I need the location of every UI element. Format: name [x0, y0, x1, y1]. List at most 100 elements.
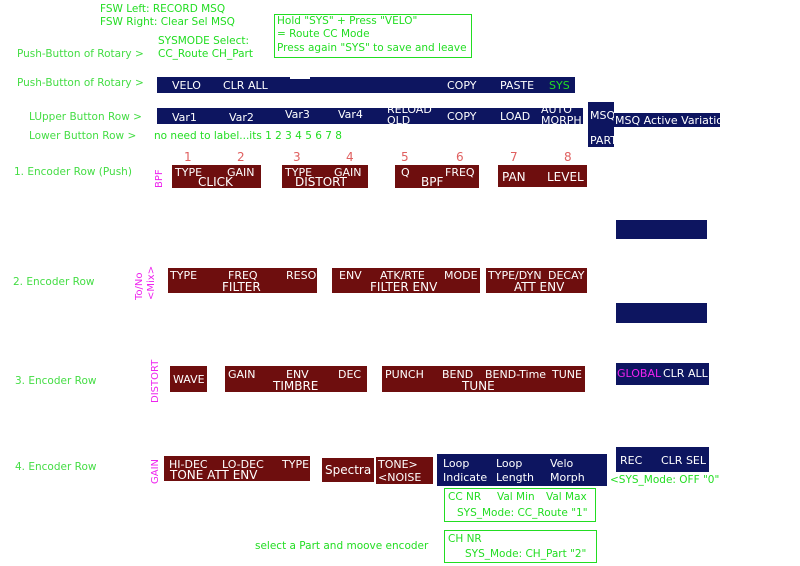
level-label: LEVEL [547, 170, 584, 184]
filter-env-block: ENV ATK/RTE MODE FILTER ENV [332, 268, 480, 293]
rec-clr-sel-block: REC CLR SEL [616, 447, 709, 472]
filter-freq-label: FREQ [228, 269, 258, 282]
att-env-block: TYPE/DYN DECAY ATT ENV [486, 268, 587, 293]
encoder-row-3-note: 3. Encoder Row [15, 375, 97, 387]
loop-block: Loop Loop Velo Indicate Length Morph [437, 454, 607, 486]
hold-line-3: Press again "SYS" to save and leave [277, 42, 467, 54]
upper-button-row-note: LUpper Button Row > [29, 111, 142, 123]
push-button-row-bar [157, 77, 575, 93]
paste-button[interactable]: PASTE [500, 79, 535, 92]
bpf-freq-label: FREQ [445, 166, 475, 179]
sys-mode-off-note: <SYS_Mode: OFF "0" [610, 474, 720, 486]
bpf-title: BPF [421, 175, 444, 189]
distort-gain-label: GAIN [334, 166, 362, 179]
encoder-number-8: 8 [564, 150, 572, 164]
lower-row-numbers-note: no need to label...its 1 2 3 4 5 6 7 8 [154, 130, 342, 142]
velo-button[interactable]: VELO [172, 79, 201, 92]
lower-button-row-note: Lower Button Row > [29, 130, 137, 142]
filter-env-atk-label: ATK/RTE [380, 269, 425, 282]
spectra-label: Spectra [325, 463, 372, 477]
gain-side-label: GAIN [150, 458, 161, 484]
clr-all-button[interactable]: CLR ALL [223, 79, 268, 92]
var2-button[interactable]: Var2 [229, 111, 254, 124]
click-type-label: TYPE [175, 166, 203, 179]
mix-side-label: <Mix> [146, 265, 157, 300]
tone-att-env-block: HI-DEC LO-DEC TYPE TONE ATT ENV [164, 456, 310, 481]
var4-button[interactable]: Var4 [338, 108, 363, 121]
msq-active-variation-label: MSQ Active Variation [615, 114, 720, 127]
filter-env-env-label: ENV [339, 269, 362, 282]
val-max-label: Val Max [546, 491, 587, 503]
encoder-number-1: 1 [184, 150, 192, 164]
filter-env-title: FILTER ENV [370, 280, 438, 294]
click-block: TYPE GAIN CLICK [172, 165, 261, 188]
reload-old-button[interactable]: RELOAD OLD [387, 108, 432, 124]
hold-sys-box: Hold "SYS" + Press "VELO" = Route CC Mod… [274, 14, 472, 58]
filter-reso-label: RESO [286, 269, 317, 282]
fsw-left-note: FSW Left: RECORD MSQ [100, 3, 226, 15]
distort-side-label: DISTORT [150, 359, 161, 403]
filter-title: FILTER [222, 280, 261, 294]
part-button[interactable]: PART [590, 134, 618, 147]
sys-button[interactable]: SYS [549, 79, 570, 92]
rec-button[interactable]: REC [620, 454, 643, 467]
tone-att-env-title: TONE ATT ENV [170, 468, 258, 482]
bpf-q-label: Q [401, 166, 410, 179]
global-clr-all-button[interactable]: CLR ALL [663, 367, 708, 380]
pan-level-block: PAN LEVEL [498, 165, 587, 187]
noise-label: <NOISE [378, 471, 422, 484]
att-env-decay-label: DECAY [548, 269, 585, 282]
distort-type-label: TYPE [285, 166, 313, 179]
cc-nr-label: CC NR [448, 491, 482, 503]
select-part-note: select a Part and moove encoder [255, 540, 429, 552]
tune-punch-label: PUNCH [385, 368, 424, 381]
push-button-rotary-note-2: Push-Button of Rotary > [17, 77, 144, 89]
velo-morph-bottom: Morph [550, 471, 585, 484]
val-min-label: Val Min [497, 491, 535, 503]
upper-button-row-bar: Var1 Var2 Var3 Var4 RELOAD OLD COPY LOAD… [157, 108, 583, 124]
tune-bend-label: BEND [442, 368, 474, 381]
filter-block: TYPE FREQ RESO FILTER [168, 268, 317, 293]
tone-lo-dec-label: LO-DEC [222, 458, 264, 471]
tune-bend-time-label: BEND-Time [485, 368, 547, 381]
filter-type-label: TYPE [170, 269, 198, 282]
global-button[interactable]: GLOBAL [617, 367, 662, 380]
encoder-number-4: 4 [346, 150, 354, 164]
copy-button[interactable]: COPY [447, 79, 477, 92]
timbre-block: GAIN ENV DEC TIMBRE [225, 366, 367, 392]
hold-line-1: Hold "SYS" + Press "VELO" [277, 15, 418, 27]
load-button[interactable]: LOAD [500, 110, 531, 123]
encoder-row-1-note: 1. Encoder Row (Push) [14, 166, 132, 178]
hold-line-2: = Route CC Mode [277, 28, 370, 40]
ch-part-box: CH NR SYS_Mode: CH_Part "2" [444, 530, 597, 563]
velo-morph-top: Velo [550, 457, 574, 470]
encoder-number-5: 5 [401, 150, 409, 164]
tune-tune-label: TUNE [552, 368, 582, 381]
msq-button[interactable]: MSQ [590, 109, 616, 122]
auto-morph-button[interactable]: AUTO MORPH [541, 108, 582, 124]
att-env-title: ATT ENV [514, 280, 565, 294]
empty-navy-box-1 [616, 220, 707, 239]
cc-route-mode-label: SYS_Mode: CC_Route "1" [457, 507, 588, 519]
encoder-number-6: 6 [456, 150, 464, 164]
encoder-row-4-note: 4. Encoder Row [15, 461, 97, 473]
spectra-block: Spectra [322, 458, 374, 482]
timbre-gain-label: GAIN [228, 368, 256, 381]
pan-label: PAN [502, 170, 526, 184]
bar-notch [290, 77, 310, 79]
upper-copy-button[interactable]: COPY [447, 110, 477, 123]
timbre-env-label: ENV [286, 368, 309, 381]
to-no-side-label: To/No [134, 272, 145, 301]
var3-button[interactable]: Var3 [285, 108, 310, 121]
filter-env-mode-label: MODE [444, 269, 478, 282]
loop-indicate-bottom: Indicate [443, 471, 488, 484]
clr-sel-button[interactable]: CLR SEL [661, 454, 707, 467]
var1-button[interactable]: Var1 [172, 111, 197, 124]
cc-route-box: CC NR Val Min Val Max SYS_Mode: CC_Route… [444, 488, 596, 522]
bpf-side-label: BPF [154, 169, 165, 188]
msq-active-variation: MSQ Active Variation [614, 113, 720, 127]
loop-length-top: Loop [496, 457, 523, 470]
tune-title: TUNE [462, 379, 495, 393]
tone-type-label: TYPE [282, 458, 310, 471]
click-gain-label: GAIN [227, 166, 255, 179]
